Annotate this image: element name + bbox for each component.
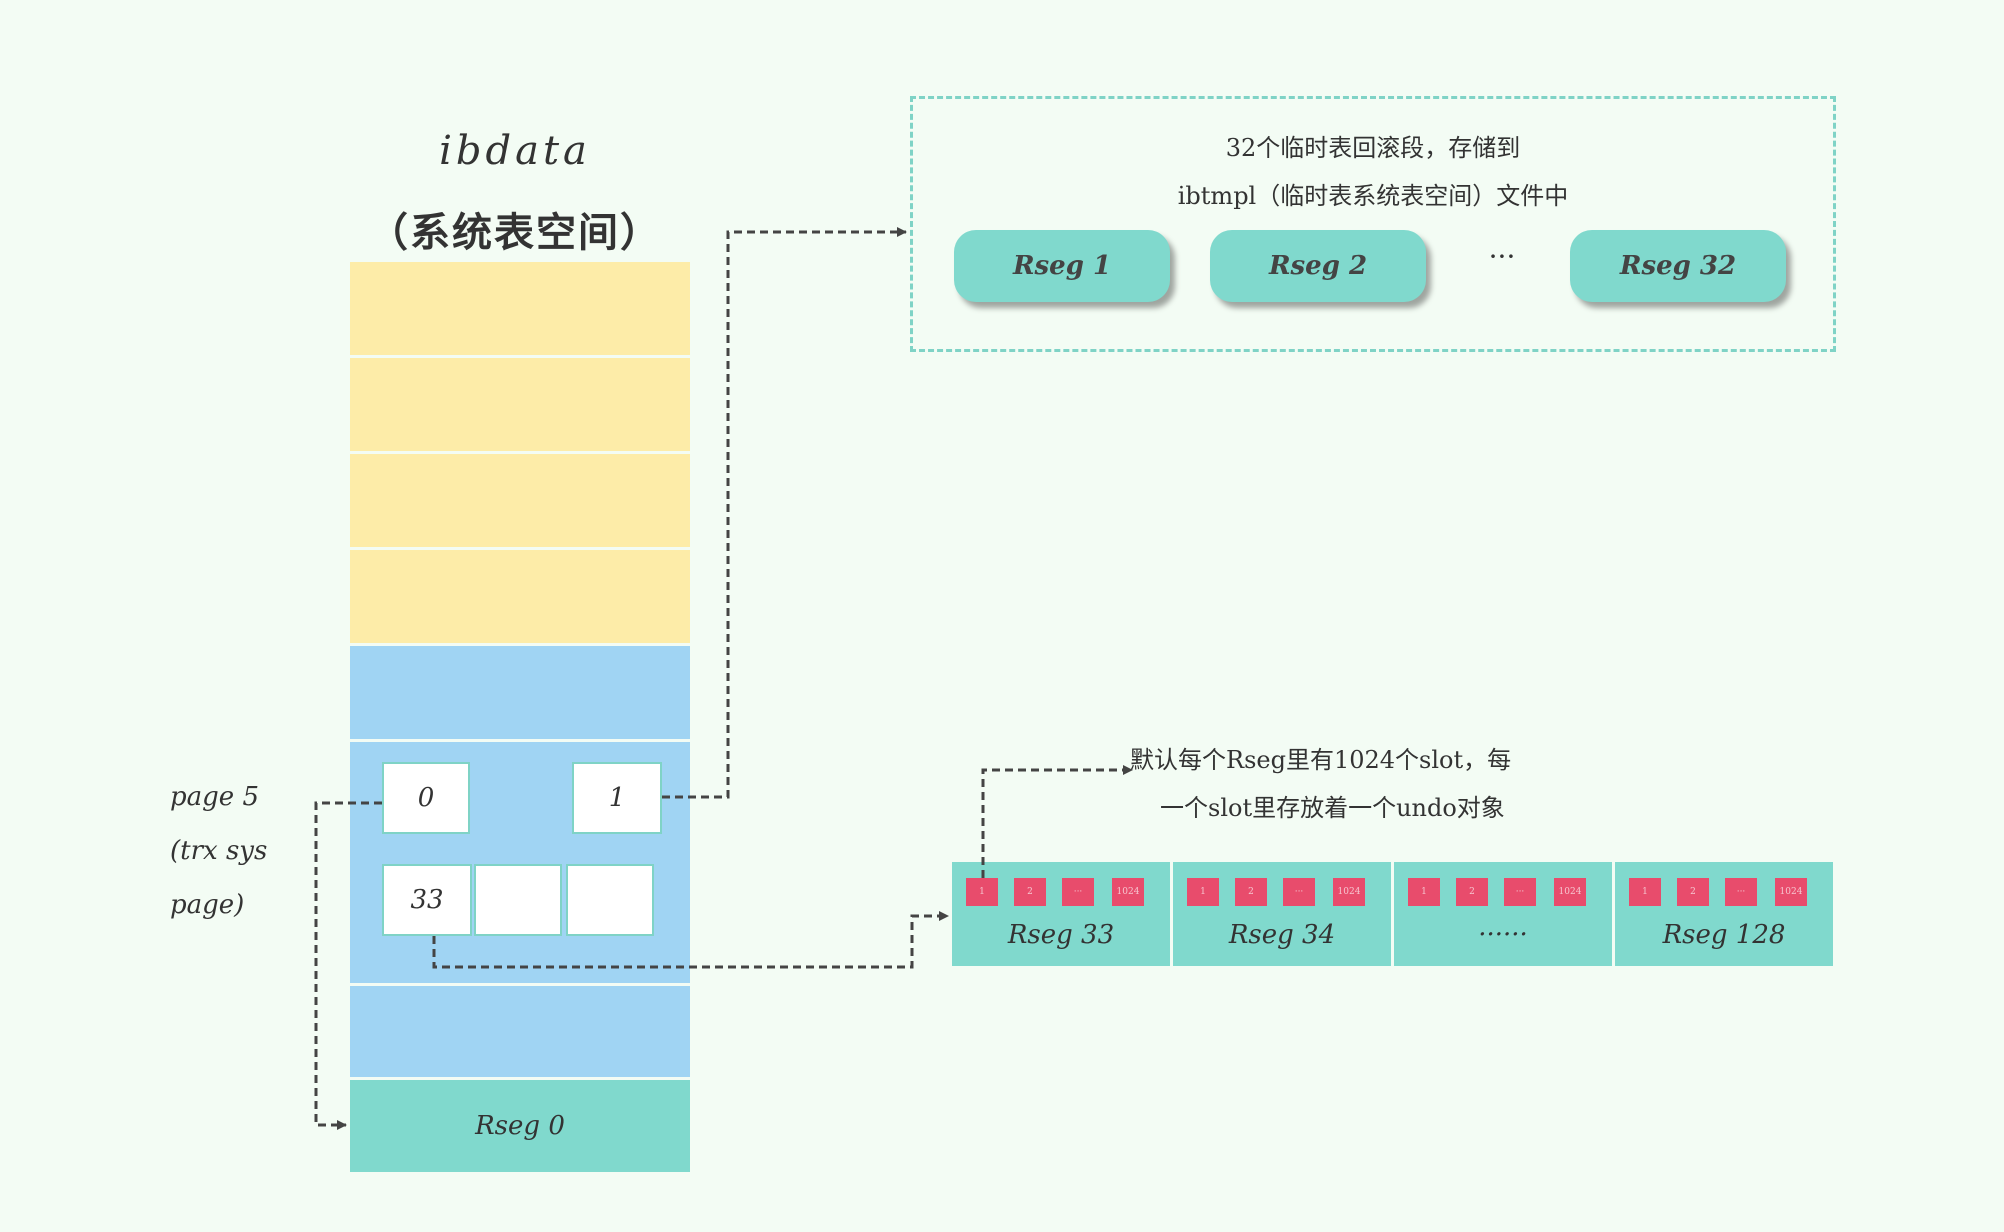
rseg-segment: 1 2 ··· 1024 Rseg 128 (1615, 862, 1833, 966)
ibdata-title: ibdata (439, 128, 591, 174)
undo-slot: 1 (1408, 878, 1440, 906)
arrow-slot1-to-temp-box (662, 227, 907, 799)
arrow-slot33-to-rseg-bar (432, 911, 949, 969)
ibdata-subtitle: （系统表空间） (368, 209, 662, 256)
rseg0-block: Rseg 0 (350, 1080, 690, 1172)
undo-slot: ··· (1062, 878, 1094, 906)
rseg-segment: 1 2 ··· 1024 Rseg 34 (1173, 862, 1391, 966)
arrow-slot0-to-rseg0 (314, 801, 382, 1130)
temp-rseg-ellipsis: ··· (1488, 240, 1516, 273)
rseg-segment-label: Rseg 34 (1228, 920, 1336, 950)
page5-label-line: (trx sys (170, 836, 268, 866)
undo-slot: 1024 (1112, 878, 1144, 906)
page5-label-line: page 5 (170, 782, 259, 812)
page5-label-line: page) (170, 890, 245, 920)
ibdata-page-block (350, 646, 690, 742)
temp-rseg-box (910, 96, 1836, 352)
page5-label: page 5 (trx sys page) (170, 770, 310, 932)
rseg-slot-empty (566, 864, 654, 936)
rseg-segment: 1 2 ··· 1024 Rseg 33 (952, 862, 1170, 966)
ibdata-page-block (350, 454, 690, 550)
undo-slot: 1 (1629, 878, 1661, 906)
slot-note-line2: 一个slot里存放着一个undo对象 (1160, 794, 1505, 822)
rseg-slot-0: 0 (382, 762, 470, 834)
undo-slot: ··· (1504, 878, 1536, 906)
rseg-segment-label: Rseg 33 (1007, 920, 1115, 950)
segment-divider (1391, 862, 1394, 966)
temp-rseg-pill: Rseg 32 (1570, 230, 1786, 302)
slot-note-line1: 默认每个Rseg里有1024个slot，每 (1130, 746, 1512, 774)
rseg-slot-empty (474, 864, 562, 936)
undo-slot: 2 (1456, 878, 1488, 906)
rseg-slot-33: 33 (382, 864, 472, 936)
rseg0-label: Rseg 0 (475, 1111, 565, 1141)
ibdata-page-block (350, 550, 690, 646)
rseg-segment: 1 2 ··· 1024 ······ (1394, 862, 1612, 966)
undo-slot: 2 (1014, 878, 1046, 906)
segment-divider (1612, 862, 1615, 966)
undo-slot: 1024 (1333, 878, 1365, 906)
ibdata-page-block (350, 262, 690, 358)
temp-rseg-pill: Rseg 2 (1210, 230, 1426, 302)
ibdata-page-block (350, 358, 690, 454)
arrow-undo-slot-to-note (981, 765, 1133, 878)
rseg-slot-1: 1 (572, 762, 662, 834)
undo-slot: 2 (1235, 878, 1267, 906)
temp-box-caption-line2: ibtmpl（临时表系统表空间）文件中 (1177, 182, 1569, 210)
undo-slot: 1024 (1775, 878, 1807, 906)
undo-slot: 2 (1677, 878, 1709, 906)
rseg-segment-label: ······ (1478, 920, 1528, 950)
segment-divider (1170, 862, 1173, 966)
rseg-bar: 1 2 ··· 1024 Rseg 33 1 2 ··· 1024 Rseg 3… (952, 862, 1834, 966)
temp-box-caption-line1: 32个临时表回滚段，存储到 (1225, 134, 1521, 162)
rseg-segment-label: Rseg 128 (1662, 920, 1786, 950)
ibdata-page-block (350, 986, 690, 1080)
temp-rseg-pill: Rseg 1 (954, 230, 1170, 302)
undo-slot: ··· (1725, 878, 1757, 906)
undo-slot: 1024 (1554, 878, 1586, 906)
undo-slot: 1 (1187, 878, 1219, 906)
undo-slot: 1 (966, 878, 998, 906)
undo-slot: ··· (1283, 878, 1315, 906)
